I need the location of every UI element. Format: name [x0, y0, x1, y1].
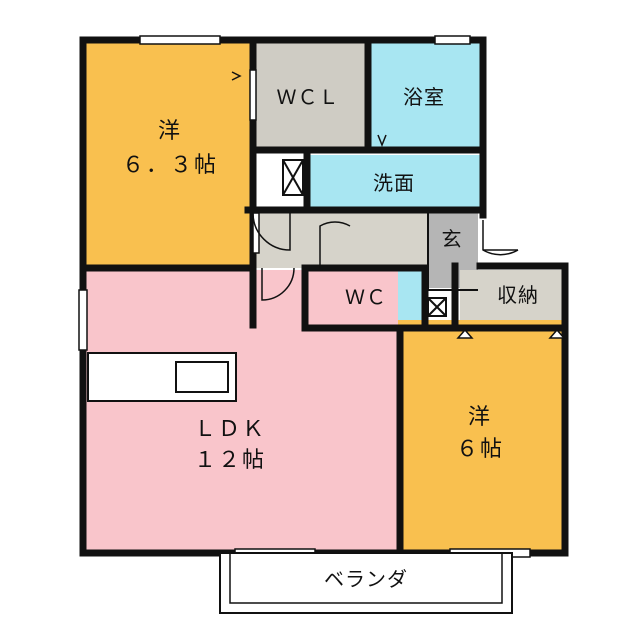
- doors: [231, 71, 519, 301]
- wcl-label: ＷＣＬ: [277, 85, 340, 109]
- wc-label: ＷＣ: [345, 285, 387, 309]
- ldk-label-line1: ＬＤＫ: [194, 417, 266, 442]
- room-storage: [460, 270, 565, 320]
- room-wcl: [253, 40, 365, 150]
- western-2-label-line2: ６帖: [456, 437, 504, 462]
- western-1-label-line2: ６．３帖: [122, 153, 218, 178]
- ldk-label-line2: １２帖: [194, 448, 266, 473]
- veranda-label: ベランダ: [324, 567, 408, 591]
- pipe-shaft: [282, 159, 304, 196]
- room-western-2: [398, 320, 565, 550]
- entrance-lines: [427, 213, 478, 291]
- room-bath: [370, 40, 480, 150]
- storage-label: 収納: [497, 283, 539, 307]
- bath-label: 浴室: [403, 85, 445, 109]
- western-1-label-line1: 洋: [158, 119, 182, 144]
- room-western-1: [83, 40, 253, 270]
- washroom-label: 洗面: [373, 171, 415, 195]
- kitchen-counter: [87, 352, 237, 402]
- room-ldk: [83, 270, 398, 550]
- western-2-label-line1: 洋: [468, 405, 492, 430]
- entrance-label: 玄: [442, 227, 463, 251]
- veranda: [219, 552, 513, 614]
- room-hall: [253, 213, 428, 268]
- sliding-doors: [399, 328, 566, 540]
- room-washroom: [310, 155, 480, 210]
- shaft-box: [427, 297, 447, 317]
